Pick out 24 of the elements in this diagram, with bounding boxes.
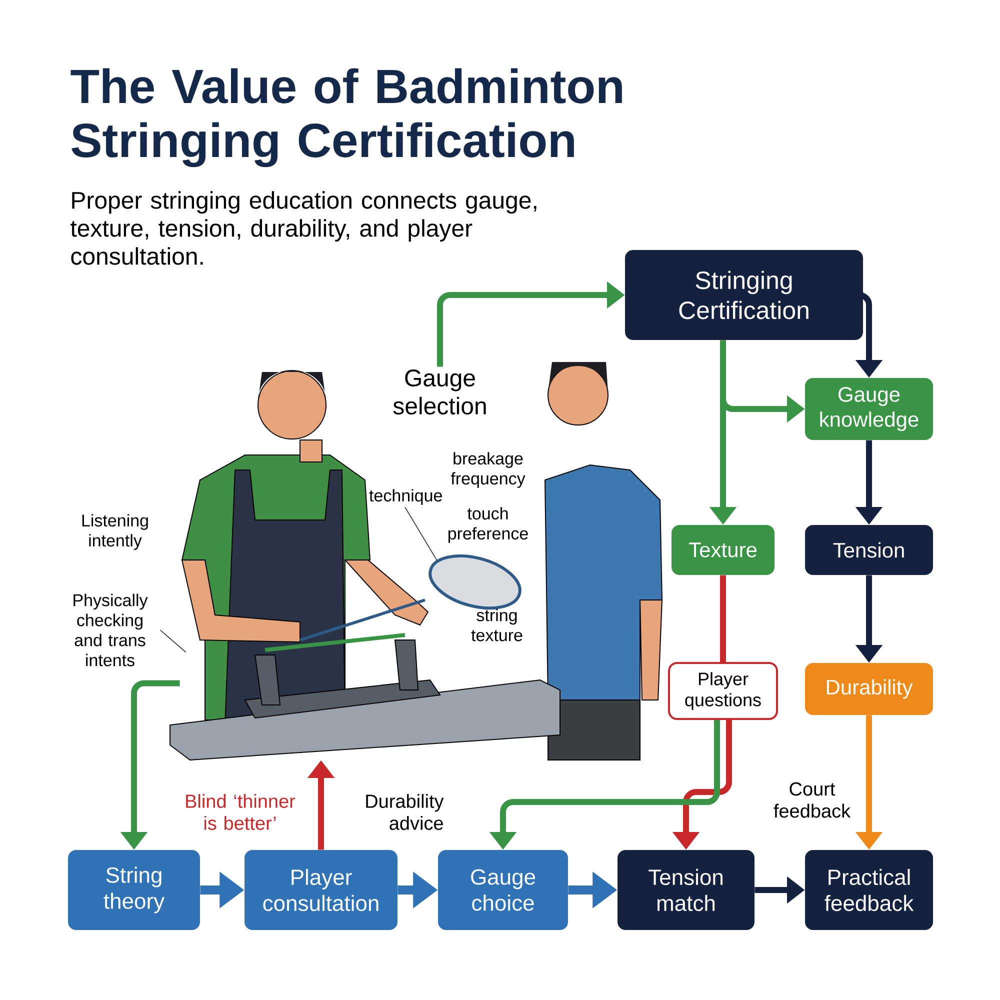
subtitle: Proper stringing education connects gauge, texture, tension, durability, and player consultation. bbox=[70, 191, 536, 265]
process-box: Tension match bbox=[618, 850, 755, 930]
title: The Value of Badminton Stringing Certification bbox=[70, 68, 622, 168]
callout-text: Physically checking and trans intents bbox=[74, 594, 148, 666]
leader-line bbox=[404, 506, 438, 561]
process-box: Gauge knowledge bbox=[805, 378, 934, 440]
process-box: Durability bbox=[805, 663, 934, 715]
illustration-drawing bbox=[170, 362, 663, 761]
callout-text: string texture bbox=[471, 608, 522, 642]
callout-text: touch preference bbox=[448, 507, 528, 543]
edge-label: Blind ‘thinner is better’ bbox=[186, 794, 296, 830]
edge-label: Durability advice bbox=[366, 794, 444, 830]
process-box: Practical feedback bbox=[805, 850, 934, 930]
callout-text: Gauge selection bbox=[393, 370, 486, 414]
callout-text: Listening intently bbox=[82, 514, 148, 550]
process-box: Player consultation bbox=[244, 850, 398, 930]
callout-text: technique bbox=[369, 489, 442, 505]
process-box: Gauge choice bbox=[438, 850, 568, 930]
leader-line bbox=[160, 630, 186, 653]
callout-text: breakage frequency bbox=[450, 452, 526, 488]
edge-label: Court feedback bbox=[774, 782, 851, 818]
process-box: Stringing Certification bbox=[625, 250, 864, 340]
process-box: Player questions bbox=[668, 662, 778, 720]
process-box: String theory bbox=[68, 850, 200, 930]
